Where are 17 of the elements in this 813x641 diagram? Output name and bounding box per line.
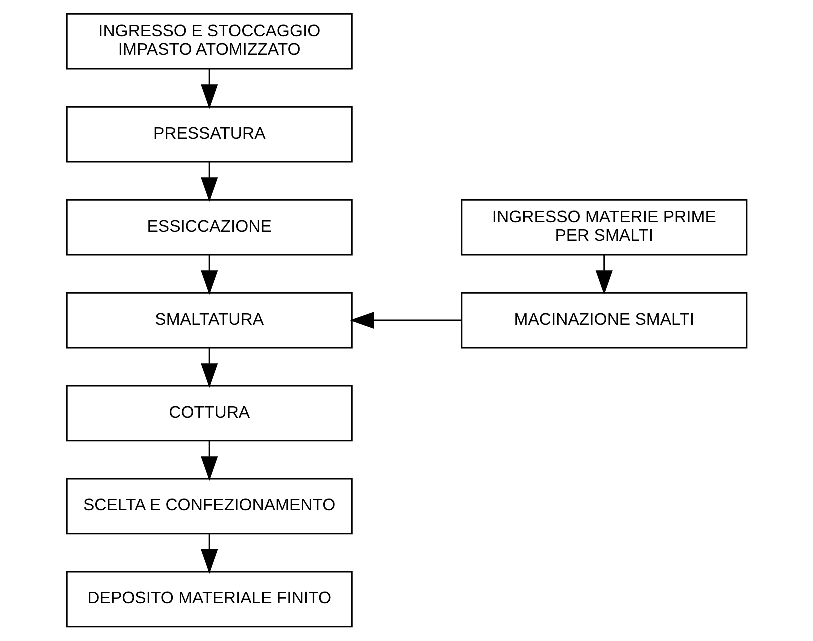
node-box: SMALTATURA [66, 292, 352, 349]
node-box: DEPOSITO MATERIALE FINITO [66, 571, 352, 628]
arrow [200, 255, 218, 296]
node-box: INGRESSO MATERIE PRIME PER SMALTI [460, 199, 748, 256]
arrow [200, 348, 218, 388]
arrow [200, 162, 218, 202]
node-box: ESSICCAZIONE [66, 199, 352, 256]
node-box: COTTURA [66, 385, 352, 442]
arrow [595, 255, 612, 296]
arrow [200, 534, 218, 574]
arrow [200, 69, 218, 110]
node-box: MACINAZIONE SMALTI [460, 292, 748, 349]
node-box: PRESSATURA [66, 106, 352, 163]
arrow [349, 312, 462, 330]
arrow [200, 441, 218, 481]
node-box: INGRESSO E STOCCAGGIO IMPASTO ATOMIZZATO [66, 13, 352, 70]
node-box: SCELTA E CONFEZIONAMENTO [66, 478, 352, 535]
